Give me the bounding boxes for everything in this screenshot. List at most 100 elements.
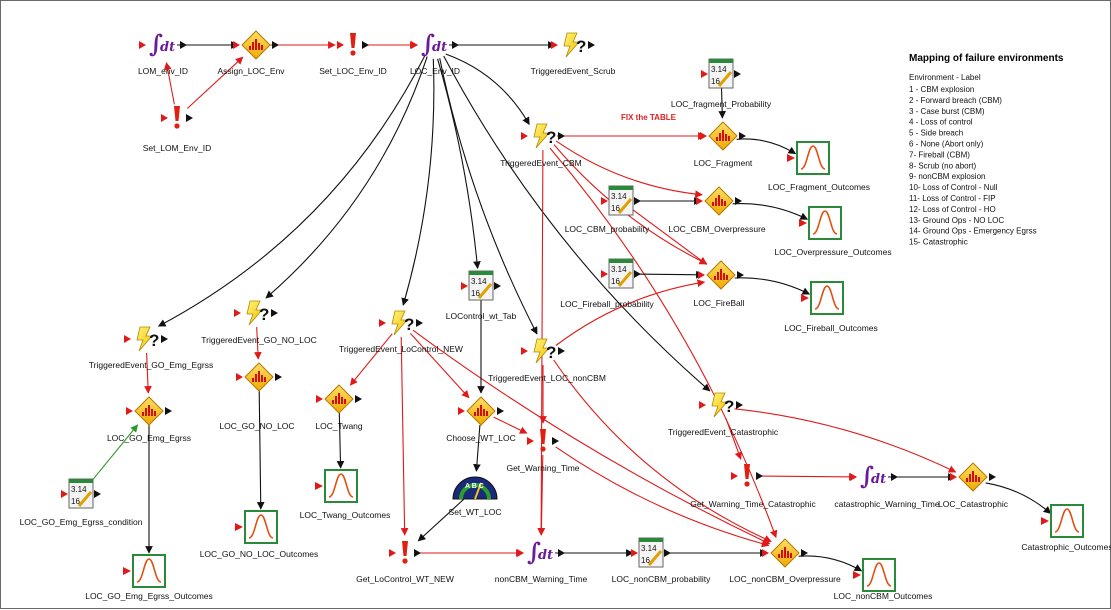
output-port[interactable] [165,407,172,415]
node-loc-frag[interactable]: LOC_Fragment [694,121,753,168]
input-port[interactable] [853,571,861,579]
input-port[interactable] [762,549,769,557]
node-cat-out[interactable]: Catastrophic_Outcomes [1021,504,1111,552]
node-fireball[interactable]: LOC_FireBall [693,260,745,308]
output-port[interactable] [416,319,423,327]
node-get-locontrol[interactable]: Get_LoControl_WT_NEW [356,541,454,584]
input-port[interactable] [316,395,323,403]
node-over-out[interactable]: LOC_Overpressure_Outcomes [774,206,892,257]
node-noncbm-out[interactable]: LOC_nonCBM_Outcomes [834,558,933,601]
node-twang-out[interactable]: LOC_Twang_Outcomes [300,469,391,520]
output-port[interactable] [737,271,744,279]
input-port[interactable] [139,41,146,49]
input-port[interactable] [233,41,240,49]
output-port[interactable] [734,70,741,78]
input-port[interactable] [161,114,168,122]
input-port[interactable] [126,407,133,415]
input-port[interactable] [787,154,795,162]
node-loc-cat[interactable]: LOC_Catastrophic [938,462,1009,509]
output-port[interactable] [558,549,565,557]
node-assign-env[interactable]: Assign_LOC_Env [217,30,285,76]
output-port[interactable] [552,437,559,445]
input-port[interactable] [700,132,707,140]
node-cbm-over[interactable]: LOC_CBM_Overpressure [668,186,766,234]
node-te-noncbm[interactable]: ?TriggeredEvent_LOC_nonCBM [488,338,606,383]
output-port[interactable] [355,395,362,403]
input-port[interactable] [124,335,131,343]
input-port[interactable] [551,41,558,49]
output-port[interactable] [180,41,187,49]
input-port[interactable] [701,70,708,78]
input-port[interactable] [123,567,131,575]
output-port[interactable] [801,549,808,557]
input-port[interactable] [411,41,418,49]
node-go-emg-out[interactable]: LOC_GO_Emg_Egrss_Outcomes [85,554,213,601]
output-port[interactable] [736,401,743,409]
input-port[interactable] [337,41,344,49]
node-te-locontrol[interactable]: ?TriggeredEvent_LoControl_NEW [339,310,463,354]
node-choose-wt[interactable]: Choose_WT_LOC [446,396,516,443]
input-port[interactable] [731,472,738,480]
output-port[interactable] [275,373,282,381]
output-port[interactable] [891,473,898,481]
node-get-wt-cat[interactable]: Get_Warning_Time_Catastrophic [690,464,817,509]
node-te-go-noloc[interactable]: ?TriggeredEvent_GO_NO_LOC [201,300,317,345]
input-port[interactable] [527,437,534,445]
output-port[interactable] [94,490,101,498]
input-port[interactable] [1041,517,1049,525]
output-port[interactable] [588,41,595,49]
output-port[interactable] [272,41,279,49]
output-port[interactable] [494,282,501,290]
output-port[interactable] [664,549,671,557]
input-port[interactable] [461,282,468,290]
input-port[interactable] [458,407,465,415]
node-te-scrub[interactable]: ?TriggeredEvent_Scrub [531,32,616,76]
output-port[interactable] [558,347,565,355]
input-port[interactable] [601,197,608,205]
output-port[interactable] [497,407,504,415]
input-port[interactable] [521,132,528,140]
input-port[interactable] [389,549,396,557]
output-port[interactable] [186,114,193,122]
input-port[interactable] [234,309,241,317]
input-port[interactable] [696,197,703,205]
input-port[interactable] [601,270,608,278]
output-port[interactable] [452,41,459,49]
input-port[interactable] [61,490,68,498]
output-port[interactable] [362,41,369,49]
input-port[interactable] [379,319,386,327]
input-port[interactable] [236,373,243,381]
node-go-noloc-out[interactable]: LOC_GO_NO_LOC_Outcomes [200,510,319,559]
node-set-lom[interactable]: Set_LOM_Env_ID [143,106,212,153]
output-port[interactable] [756,472,763,480]
node-te-cat[interactable]: ?TriggeredEvent_Catastrophic [668,392,779,437]
node-set-env[interactable]: Set_LOC_Env_ID [319,33,387,76]
output-port[interactable] [634,270,641,278]
node-go-noloc[interactable]: LOC_GO_NO_LOC [219,362,295,431]
output-port[interactable] [989,473,996,481]
input-port[interactable] [521,347,528,355]
node-frag-out[interactable]: LOC_Fragment_Outcomes [768,141,870,192]
node-twang[interactable]: LOC_Twang [315,384,363,431]
output-port[interactable] [735,197,742,205]
output-port[interactable] [634,197,641,205]
input-port[interactable] [631,549,638,557]
node-noncbm-over[interactable]: LOC_nonCBM_Overpressure [729,538,841,584]
output-port[interactable] [414,549,421,557]
input-port[interactable] [698,271,705,279]
node-fire-out[interactable]: LOC_Fireball_Outcomes [784,281,878,333]
input-port[interactable] [850,473,857,481]
input-port[interactable] [235,523,243,531]
input-port[interactable] [315,482,323,490]
output-port[interactable] [161,335,168,343]
